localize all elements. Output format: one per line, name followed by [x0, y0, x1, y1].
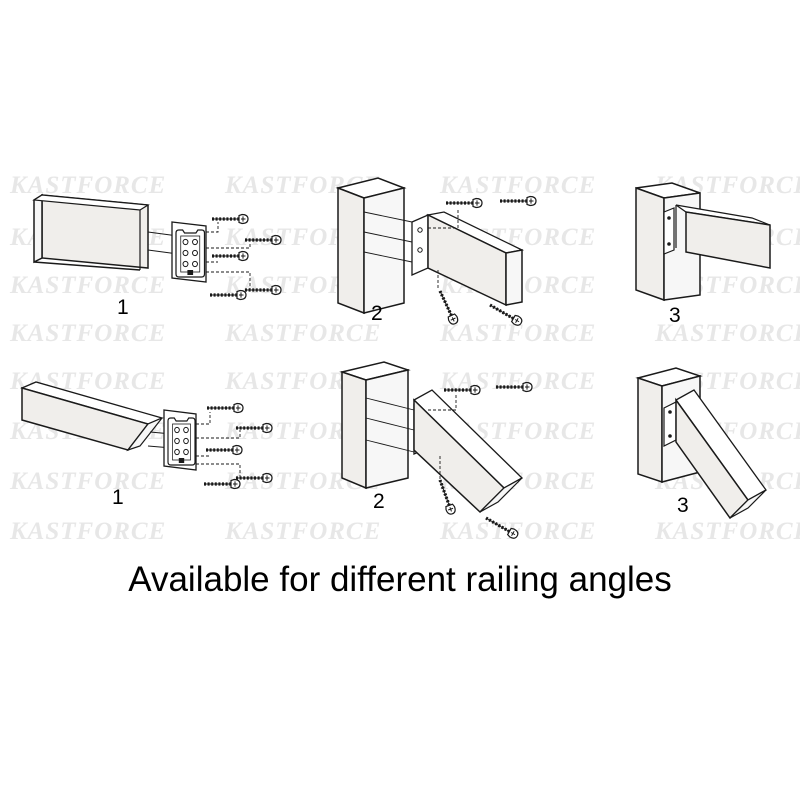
- bottom-step2-figure: [339, 361, 534, 542]
- bottom-step1-number: 1: [112, 486, 124, 509]
- top-step3-figure: [635, 182, 771, 302]
- top-step2-number: 2: [371, 302, 383, 325]
- top-step2-figure: [335, 177, 538, 329]
- top-step1-figure: [32, 193, 283, 302]
- top-step1-number: 1: [117, 296, 129, 319]
- caption: Available for different railing angles: [128, 560, 672, 599]
- bottom-step2-number: 2: [373, 490, 385, 513]
- bottom-step3-figure: [635, 367, 767, 520]
- bottom-step1-figure: [20, 381, 274, 491]
- top-step3-number: 3: [669, 304, 681, 327]
- bottom-step3-number: 3: [677, 494, 689, 517]
